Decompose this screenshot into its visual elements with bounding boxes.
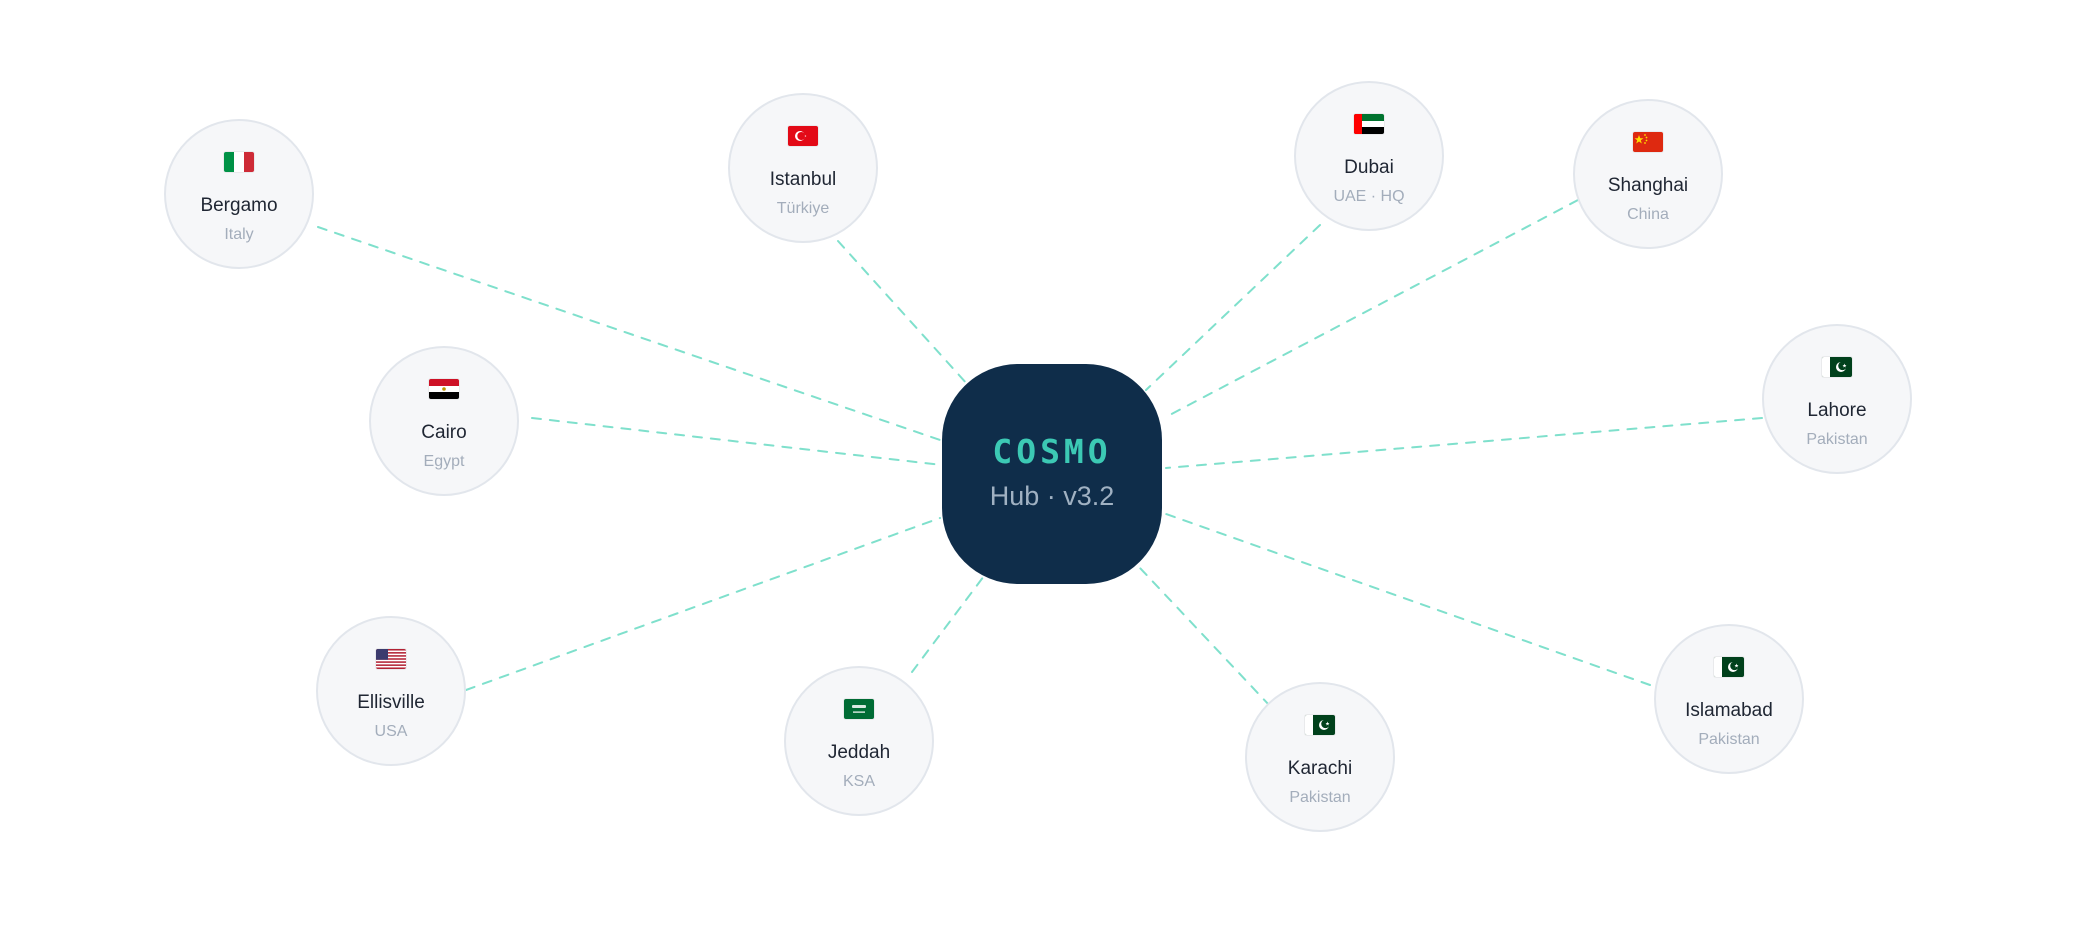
link-lahore	[1165, 417, 1763, 469]
node-country-label: Pakistan	[1698, 731, 1760, 748]
node-karachi[interactable]: Karachi Pakistan	[1245, 682, 1395, 832]
node-country-label: Italy	[224, 226, 254, 243]
link-ellisville	[465, 517, 941, 691]
node-shanghai[interactable]: Shanghai China	[1573, 99, 1723, 249]
node-ellisville[interactable]: Ellisville USA	[316, 616, 466, 766]
node-city-label: Ellisville	[357, 692, 425, 713]
node-lahore[interactable]: Lahore Pakistan	[1762, 324, 1912, 474]
node-country-label: China	[1627, 206, 1669, 223]
node-istanbul[interactable]: Istanbul Türkiye	[728, 93, 878, 243]
node-jeddah[interactable]: Jeddah KSA	[784, 666, 934, 816]
hub-node[interactable]: COSMO Hub · v3.2	[942, 364, 1162, 584]
link-bergamo	[317, 226, 941, 441]
node-country-label: Pakistan	[1806, 431, 1868, 448]
link-dubai	[1145, 224, 1321, 391]
node-country-label: USA	[374, 723, 408, 740]
node-city-label: Bergamo	[200, 195, 278, 216]
flag-turkiye-icon	[788, 126, 818, 146]
node-city-label: Karachi	[1287, 758, 1353, 779]
hub-title: COSMO	[992, 432, 1112, 471]
node-dubai[interactable]: Dubai UAE · HQ	[1294, 81, 1444, 231]
link-islamabad	[1165, 513, 1651, 686]
node-bergamo[interactable]: Bergamo Italy	[164, 119, 314, 269]
node-country-label: KSA	[842, 773, 875, 790]
node-cairo[interactable]: Cairo Egypt	[369, 346, 519, 496]
link-jeddah	[911, 575, 985, 673]
node-city-label: Cairo	[421, 422, 467, 443]
flag-china-icon	[1633, 132, 1663, 152]
node-city-label: Shanghai	[1607, 175, 1689, 196]
flag-pakistan-icon	[1822, 357, 1852, 377]
flag-pakistan-icon	[1305, 715, 1335, 735]
node-country-label: Türkiye	[776, 200, 830, 217]
link-shanghai	[1163, 199, 1579, 419]
node-city-label: Islamabad	[1685, 700, 1773, 721]
hub-subtitle: Hub · v3.2	[989, 481, 1115, 511]
node-city-label: Lahore	[1807, 400, 1867, 421]
link-cairo	[531, 417, 943, 466]
flag-uae-icon	[1354, 114, 1384, 134]
flag-egypt-icon	[429, 379, 459, 399]
flag-pakistan-icon	[1714, 657, 1744, 677]
node-country-label: Pakistan	[1289, 789, 1351, 806]
node-country-label: Egypt	[423, 453, 465, 470]
node-city-label: Jeddah	[827, 742, 891, 763]
node-city-label: Istanbul	[769, 169, 837, 190]
link-istanbul	[837, 240, 969, 386]
node-country-label: UAE · HQ	[1333, 188, 1405, 205]
flag-saudi-arabia-icon	[844, 699, 874, 719]
node-city-label: Dubai	[1344, 157, 1394, 178]
link-karachi	[1139, 567, 1271, 707]
flag-usa-icon	[376, 649, 406, 669]
node-islamabad[interactable]: Islamabad Pakistan	[1654, 624, 1804, 774]
flag-italy-icon	[224, 152, 254, 172]
